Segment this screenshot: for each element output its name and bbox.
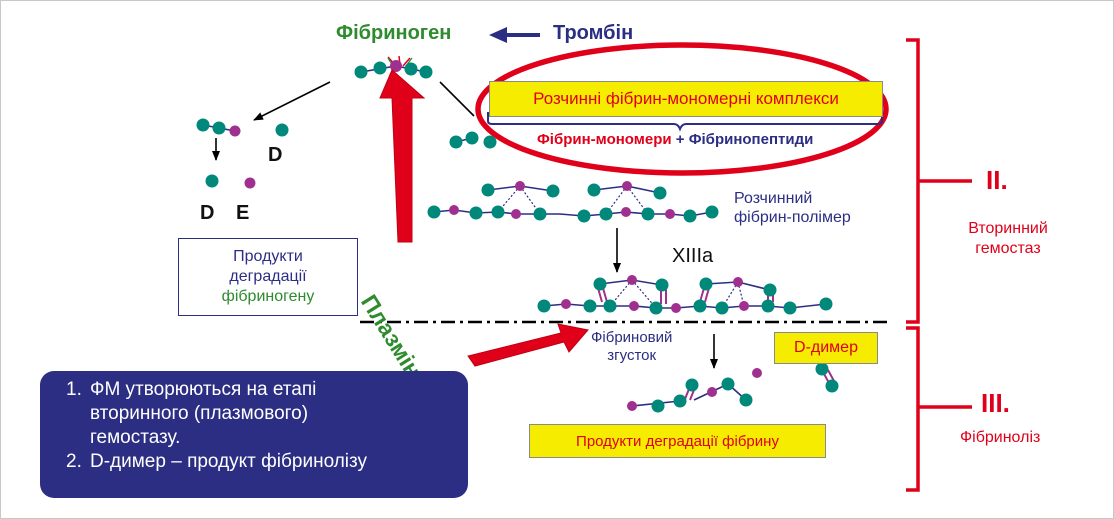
fibrinolysis-label: Фібриноліз xyxy=(960,429,1041,446)
soluble-complexes-label: Розчинні фібрин-мономерні комплекси xyxy=(533,89,839,108)
d-dimer-box: D-димер xyxy=(774,332,878,364)
plasmin-arrow-up xyxy=(379,69,426,243)
fragments-top xyxy=(196,118,289,137)
note-number: 2. xyxy=(66,451,82,472)
fragment-e xyxy=(244,177,256,189)
soluble-fibrin-polymer xyxy=(427,181,719,223)
monomers-peptides-label: Фібрин-мономери + Фібринопептиди xyxy=(537,131,813,148)
thrombin-label: Тромбін xyxy=(553,22,634,44)
fibrin-monomers-label: Фібрин-мономери xyxy=(537,131,672,148)
fdp-line1: Продукти xyxy=(233,248,303,265)
arrow-to-complexes xyxy=(439,81,475,117)
secondary-hemostasis-label: Вторинний гемостаз xyxy=(955,219,1061,259)
complex-brace xyxy=(487,112,883,132)
note-number: 1. xyxy=(66,379,82,400)
fibrin-degradation-products-label: Продукти деградації фібрину xyxy=(576,432,779,450)
fibrinopeptides-label: Фібринопептиди xyxy=(688,131,814,148)
fdp-line2: деградації xyxy=(229,268,307,285)
stage-ii-label: II. xyxy=(986,165,1008,195)
d-dimer-molecule xyxy=(815,362,839,393)
note-text: ФМ утворюються на етапі вторинного (плаз… xyxy=(90,379,317,448)
stage-brackets xyxy=(906,38,972,492)
fibrin-monomers xyxy=(449,131,497,149)
fibrinogen-degradation-products-box: Продукти деградації фібриногену xyxy=(178,238,358,316)
fibrin-clot-line2: згусток xyxy=(607,347,657,364)
fibrin-degradation-products-box: Продукти деградації фібрину xyxy=(529,424,826,458)
fragment-d-top-label: D xyxy=(268,144,283,166)
note-text: D-димер – продукт фібринолізу xyxy=(90,451,368,472)
fibrin-clot-line1: Фібриновий xyxy=(591,329,673,346)
secondary-hemostasis-line1: Вторинний xyxy=(968,220,1048,237)
fragment-e-bottom-label: E xyxy=(236,202,250,224)
fdp-line3: фібриногену xyxy=(221,288,315,305)
soluble-polymer-line1: Розчинний xyxy=(734,190,813,207)
note-item: 1. ФМ утворюються на етапі вторинного (п… xyxy=(66,378,468,450)
notes-list: 1. ФМ утворюються на етапі вторинного (п… xyxy=(66,378,468,474)
d-dimer-label: D-димер xyxy=(794,339,858,356)
fragment-d xyxy=(205,174,219,188)
fibrin-clot-label: Фібриновий згусток xyxy=(591,329,672,365)
plasmin-arrow-right xyxy=(467,323,589,367)
soluble-polymer-line2: фібрин-полімер xyxy=(734,209,851,226)
fragment-d-bottom-label: D xyxy=(200,202,215,224)
stage-iii-label: III. xyxy=(981,388,1010,418)
soluble-polymer-label: Розчинний фібрин-полімер xyxy=(734,189,851,227)
factor-xiiia-label: XIIIa xyxy=(672,245,714,267)
thrombin-arrow xyxy=(489,27,540,43)
secondary-hemostasis-line2: гемостаз xyxy=(975,240,1041,257)
crosslinked-fibrin-polymer xyxy=(537,275,833,315)
soluble-complexes-box: Розчинні фібрин-мономерні комплекси xyxy=(489,81,883,117)
arrow-to-degradation xyxy=(253,81,331,121)
note-item: 2. D-димер – продукт фібринолізу xyxy=(66,450,468,474)
plus-label: + xyxy=(671,131,689,148)
fibrinogen-label: Фібриноген xyxy=(336,22,452,44)
notes-box: 1. ФМ утворюються на етапі вторинного (п… xyxy=(40,371,468,498)
highlight-ellipse xyxy=(475,42,889,176)
fibrin-degradation-fragments xyxy=(627,368,762,413)
fibrinogen-molecule xyxy=(354,55,433,79)
